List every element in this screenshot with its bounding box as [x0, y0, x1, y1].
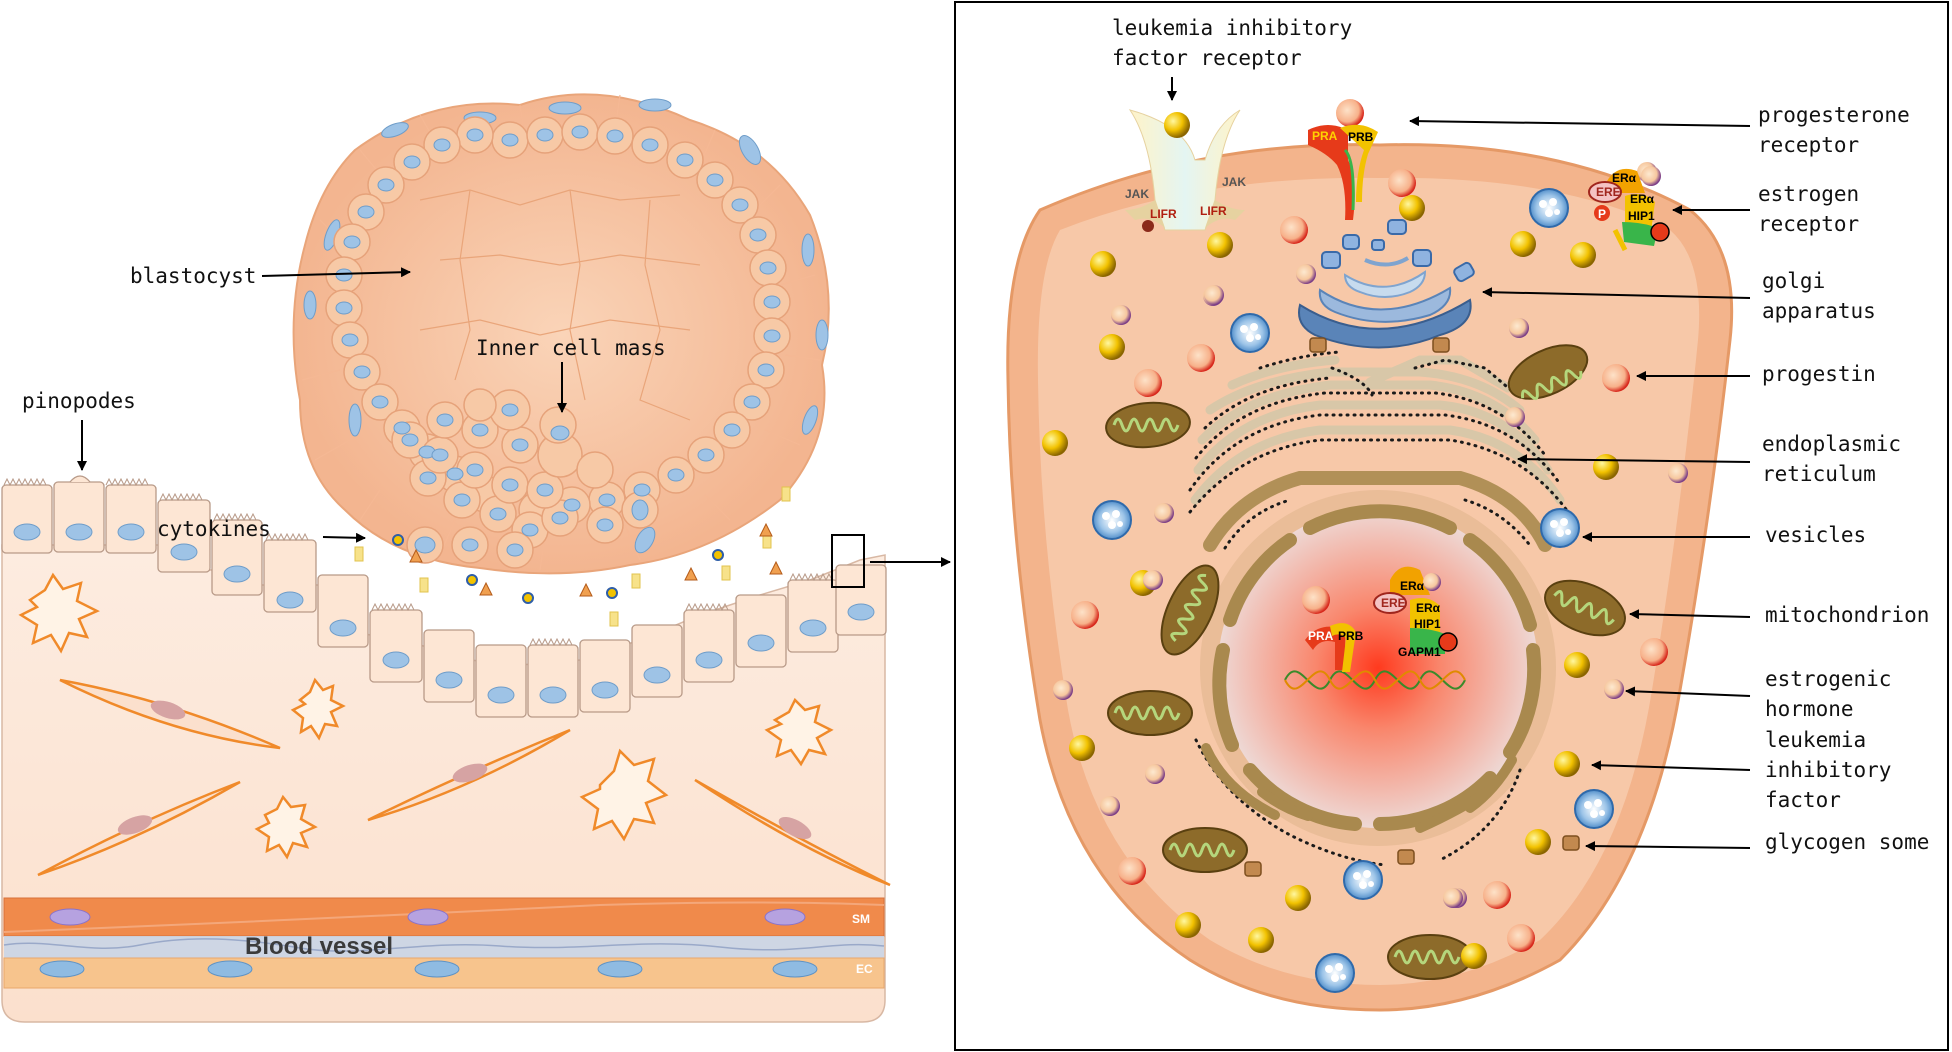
golgi-apparatus [1298, 219, 1475, 353]
vesicles [1092, 188, 1614, 993]
trophoblast-ring [325, 113, 791, 569]
er-arrow [1517, 454, 1751, 465]
blastocyst-label: blastocyst [130, 264, 256, 288]
mitochondrion-label: mitochondrion [1765, 603, 1929, 627]
glycogen-label: glycogen some [1765, 830, 1929, 854]
zoom-box [831, 534, 865, 588]
nuc-er-alpha-label-2: ERα [1416, 601, 1441, 615]
blood-vessel: Blood vessel SM EC [3, 897, 885, 989]
lif-label-line-1: leukemia [1765, 728, 1866, 752]
blastocyst-arrow [261, 267, 411, 278]
mem-ere-label: ERE [1596, 185, 1621, 199]
lif-label-line-3: factor [1765, 788, 1841, 812]
nuc-prb-label: PRB [1338, 629, 1364, 643]
mem-prb-label: PRB [1348, 130, 1374, 144]
progesterone-receptor-arrow [1409, 116, 1751, 127]
mitochondria [1105, 344, 1626, 980]
sm-label: SM [852, 912, 870, 926]
golgi-arrow [1482, 287, 1751, 299]
mem-pra-label: PRA [1312, 129, 1338, 143]
fibroblasts [37, 678, 891, 887]
pinopodes-label: pinopodes [22, 389, 136, 413]
nuc-ere-label: ERE [1381, 596, 1406, 610]
endoplasmic-reticulum [1188, 350, 1570, 867]
lifr-label-left: LIFR [1150, 207, 1177, 221]
cytokines [354, 486, 791, 627]
lif-receptor: JAK JAK LIFR LIFR [1125, 109, 1246, 232]
mitochondrion-arrow [1629, 609, 1751, 620]
lif-molecules [1042, 195, 1619, 969]
nuc-er-alpha-label-1: ERα [1400, 579, 1425, 593]
lif-receptor-label-line-1: leukemia inhibitory [1112, 16, 1352, 40]
lifr-label-right: LIFR [1200, 204, 1227, 218]
ec-label: EC [856, 962, 873, 976]
cytokines-arrow [322, 532, 366, 543]
glycogen-granules [1244, 835, 1580, 877]
progesterone-receptor-label-line-1: progesterone [1758, 103, 1910, 127]
right-panel: PRA PRB ERE ERα ERα HIP1 GAPM1 [954, 1, 1949, 1051]
nuc-gapm1-label: GAPM1 [1398, 645, 1441, 659]
jak-label-right: JAK [1222, 175, 1246, 189]
right-panel-labels: leukemia inhibitory factor receptor prog… [1112, 16, 1929, 854]
left-panel: Blood vessel SM EC [1, 93, 951, 1023]
lif-arrow [1591, 760, 1751, 771]
estrogenic-hormone-label-line-2: hormone [1765, 697, 1854, 721]
estrogenic-hormone-molecules [1053, 166, 1688, 908]
nuclear-progesterone-receptor: PRA PRB [1302, 586, 1364, 672]
nuc-hip1-label: HIP1 [1414, 617, 1441, 631]
estrogenic-hormone-label-line-1: estrogenic [1765, 667, 1891, 691]
estrogen-receptor-label-line-1: estrogen [1758, 182, 1859, 206]
er-label-line-1: endoplasmic [1762, 432, 1901, 456]
membrane-progesterone-receptor: PRA PRB [1308, 99, 1378, 220]
epithelium [1, 475, 887, 718]
stromal-cells [18, 572, 834, 860]
nucleus: PRA PRB ERE ERα ERα HIP1 GAPM1 [1200, 490, 1556, 846]
blood-vessel-label: Blood vessel [245, 933, 393, 960]
cytokines-label: cytokines [157, 517, 271, 541]
lif-receptor-label-line-2: factor receptor [1112, 46, 1302, 70]
lif-label-line-2: inhibitory [1765, 758, 1891, 782]
golgi-label-line-1: golgi [1762, 269, 1825, 293]
jak-label-left: JAK [1125, 187, 1149, 201]
mem-hip1-label: HIP1 [1628, 209, 1655, 223]
progesterone-receptor-label-line-2: receptor [1758, 133, 1859, 157]
estrogenic-hormone-arrow [1625, 686, 1751, 697]
nuclear-estrogen-receptor: ERE ERα ERα HIP1 GAPM1 [1373, 566, 1458, 659]
mem-er-alpha-label-2: ERα [1630, 192, 1655, 206]
progestin-molecules [1071, 169, 1668, 952]
blastocyst [292, 93, 830, 575]
inner-cell-mass-label: Inner cell mass [476, 336, 666, 360]
estrogen-receptor-label-line-2: receptor [1758, 212, 1859, 236]
glycogen-arrow [1585, 841, 1751, 852]
er-label-line-2: reticulum [1762, 462, 1876, 486]
pinopode [69, 475, 91, 483]
progestin-label: progestin [1762, 362, 1876, 386]
golgi-label-line-2: apparatus [1762, 299, 1876, 323]
mem-p-label: P [1598, 207, 1606, 221]
mem-er-alpha-label-1: ERα [1612, 171, 1637, 185]
vesicles-label: vesicles [1765, 523, 1866, 547]
nuc-pra-label: PRA [1308, 629, 1334, 643]
